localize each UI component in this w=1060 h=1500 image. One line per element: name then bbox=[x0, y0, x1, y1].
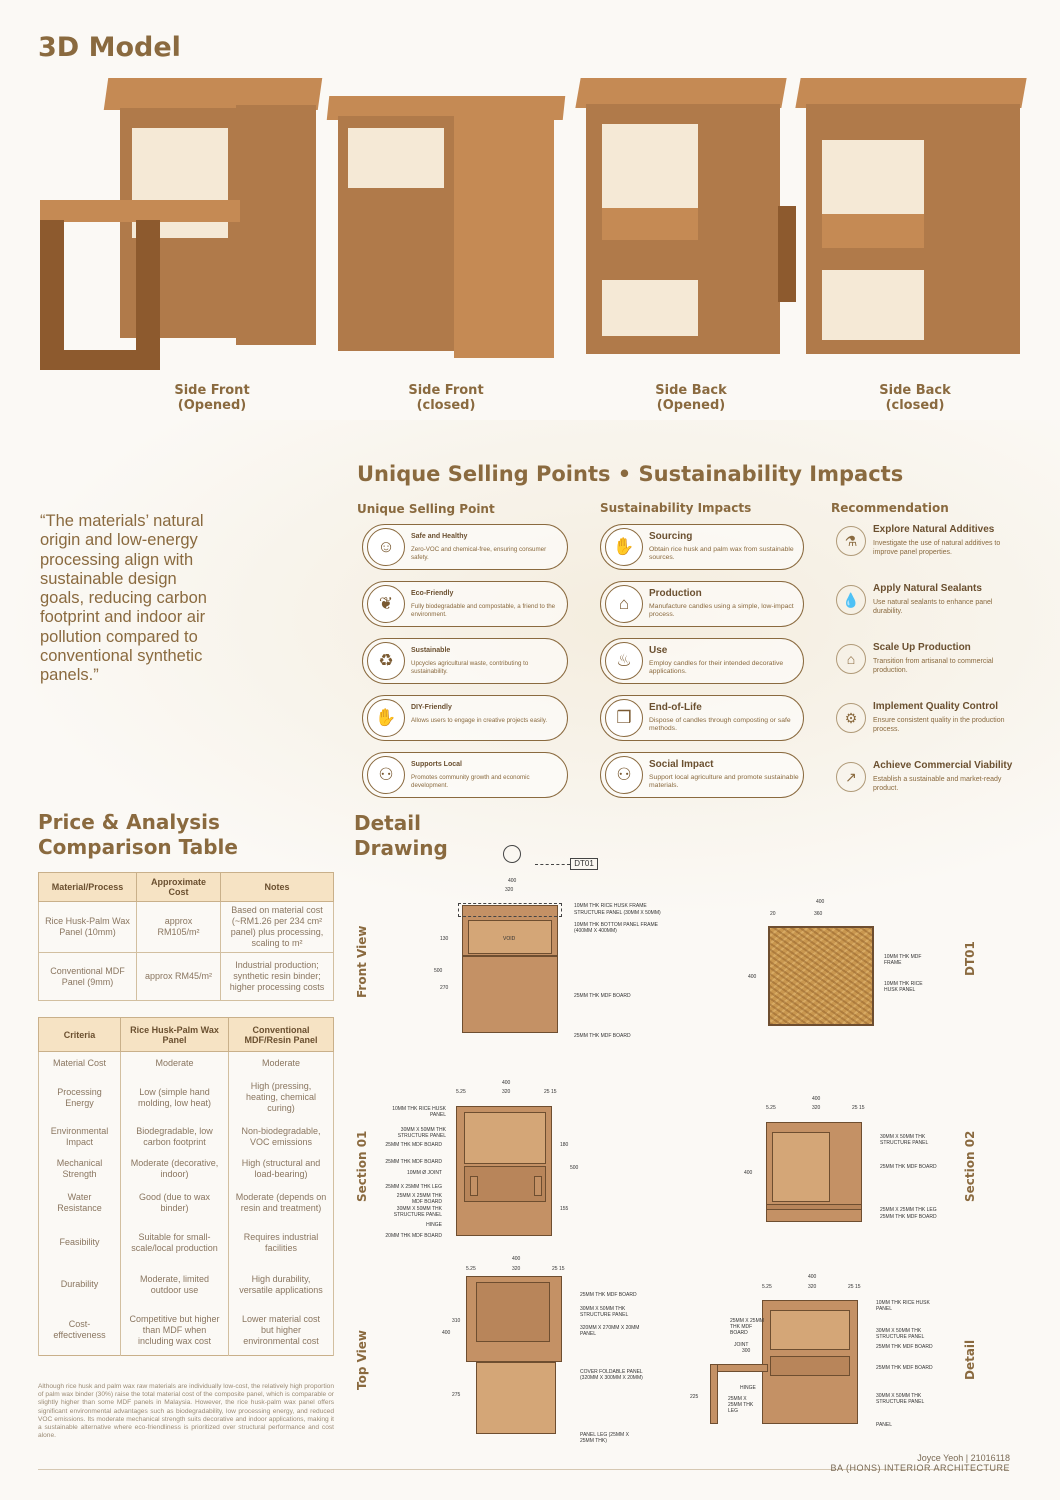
people-icon: ⚇ bbox=[605, 756, 643, 794]
dt01-tag: DT01 bbox=[570, 858, 598, 870]
footer-program: BA (HONS) INTERIOR ARCHITECTURE bbox=[830, 1463, 1010, 1473]
rec-title: Explore Natural Additives bbox=[873, 524, 995, 535]
cost-table-header: Material/Process bbox=[38, 872, 137, 902]
impact-title: Use bbox=[649, 645, 668, 656]
eco-leaf-icon: ❦ bbox=[367, 585, 405, 623]
rec-title: Achieve Commercial Viability bbox=[873, 760, 1013, 771]
rec-title: Scale Up Production bbox=[873, 642, 971, 653]
cost-table-header: Notes bbox=[220, 872, 334, 902]
community-icon: ⚇ bbox=[367, 756, 405, 794]
impact-desc: Support local agriculture and promote su… bbox=[649, 774, 799, 789]
model-caption-1: Side Front(Opened) bbox=[174, 383, 250, 413]
usp-column-title: Unique Selling Point bbox=[357, 502, 495, 516]
impact-title: End-of-Life bbox=[649, 702, 702, 713]
diy-hands-icon: ✋ bbox=[367, 699, 405, 737]
growth-icon: ↗ bbox=[836, 762, 866, 792]
factory-icon: ⌂ bbox=[605, 585, 643, 623]
usp-card-safe: ☺ Safe and Healthy Zero-VOC and chemical… bbox=[362, 524, 568, 570]
impact-card-social: ⚇ Social Impact Support local agricultur… bbox=[600, 752, 804, 798]
usp-desc: Promotes community growth and economic d… bbox=[411, 774, 530, 789]
footer-divider bbox=[38, 1469, 1008, 1470]
impact-desc: Dispose of candles through composting or… bbox=[649, 717, 791, 732]
view-label-section01: Section 01 bbox=[355, 1130, 369, 1202]
box-plant-icon: ❒ bbox=[605, 699, 643, 737]
quote-text: “The materials’ natural origin and low-e… bbox=[40, 512, 207, 685]
page-title: 3D Model bbox=[38, 32, 181, 63]
usp-section-title: Unique Selling Points • Sustainability I… bbox=[357, 462, 904, 486]
rec-title: Implement Quality Control bbox=[873, 701, 999, 712]
view-label-dt01: DT01 bbox=[963, 941, 977, 976]
candle-icon: ♨ bbox=[605, 642, 643, 680]
price-note: Although rice husk and palm wax raw mate… bbox=[38, 1383, 334, 1440]
drop-icon: 💧 bbox=[836, 585, 866, 615]
usp-title: Sustainable bbox=[411, 647, 451, 654]
callout-leader bbox=[535, 864, 570, 865]
usp-title: Eco-Friendly bbox=[411, 590, 454, 597]
view-label-front: Front View bbox=[355, 925, 369, 998]
flask-icon: ⚗ bbox=[836, 526, 866, 556]
impact-card-production: ⌂ Production Manufacture candles using a… bbox=[600, 581, 804, 627]
impact-card-sourcing: ✋ Sourcing Obtain rice husk and palm wax… bbox=[600, 524, 804, 570]
cost-table: Material/Process Approximate Cost Notes … bbox=[38, 872, 334, 1001]
usp-desc: Zero-VOC and chemical-free, ensuring con… bbox=[411, 546, 547, 561]
cost-table-header: Approximate Cost bbox=[136, 872, 221, 902]
table-row: Conventional MDF Panel (9mm)approx RM45/… bbox=[38, 952, 334, 1001]
scale-up-icon: ⌂ bbox=[836, 644, 866, 674]
view-label-section02: Section 02 bbox=[963, 1130, 977, 1202]
usp-title: DIY-Friendly bbox=[411, 704, 452, 711]
footer-author: Joyce Yeoh | 21016118 bbox=[917, 1453, 1010, 1463]
view-label-topview: Top View bbox=[355, 1329, 369, 1390]
rec-desc: Ensure consistent quality in the product… bbox=[873, 717, 1005, 733]
impact-title: Social Impact bbox=[649, 759, 714, 770]
comparison-table-header: Conventional MDF/Resin Panel bbox=[228, 1017, 334, 1052]
usp-desc: Allows users to engage in creative proje… bbox=[411, 717, 548, 724]
usp-card-local: ⚇ Supports Local Promotes community grow… bbox=[362, 752, 568, 798]
impact-card-end-of-life: ❒ End-of-Life Dispose of candles through… bbox=[600, 695, 804, 741]
sourcing-hand-icon: ✋ bbox=[605, 528, 643, 566]
impact-title: Sourcing bbox=[649, 531, 693, 542]
rec-desc: Use natural sealants to enhance panel du… bbox=[873, 599, 993, 615]
quality-icon: ⚙ bbox=[836, 703, 866, 733]
comparison-table-header: Criteria bbox=[38, 1017, 121, 1052]
model-caption-2: Side Front(closed) bbox=[408, 383, 484, 413]
comparison-table-header: Rice Husk-Palm Wax Panel bbox=[120, 1017, 229, 1052]
comparison-table: Criteria Rice Husk-Palm Wax Panel Conven… bbox=[38, 1017, 334, 1356]
model-caption-4: Side Back(closed) bbox=[879, 383, 951, 413]
rec-title: Apply Natural Sealants bbox=[873, 583, 982, 594]
impact-desc: Employ candles for their intended decora… bbox=[649, 660, 784, 675]
recommendation-column-title: Recommendation bbox=[831, 501, 949, 515]
table-row: Rice Husk-Palm Wax Panel (10mm)approx RM… bbox=[38, 901, 334, 953]
impacts-column-title: Sustainability Impacts bbox=[600, 501, 752, 515]
recycle-icon: ♻ bbox=[367, 642, 405, 680]
view-label-detail: Detail bbox=[963, 1339, 977, 1380]
usp-title: Supports Local bbox=[411, 761, 462, 768]
rec-desc: Transition from artisanal to commercial … bbox=[873, 658, 994, 674]
callout-marker-icon bbox=[503, 845, 521, 863]
impact-desc: Manufacture candles using a simple, low-… bbox=[649, 603, 794, 618]
leaf-shield-icon: ☺ bbox=[367, 528, 405, 566]
rec-desc: Establish a sustainable and market-ready… bbox=[873, 776, 1002, 792]
usp-card-diy: ✋ DIY-Friendly Allows users to engage in… bbox=[362, 695, 568, 741]
usp-desc: Upcycles agricultural waste, contributin… bbox=[411, 660, 529, 675]
impact-desc: Obtain rice husk and palm wax from susta… bbox=[649, 546, 794, 561]
usp-card-sustainable: ♻ Sustainable Upcycles agricultural wast… bbox=[362, 638, 568, 684]
usp-desc: Fully biodegradable and compostable, a f… bbox=[411, 603, 556, 618]
usp-card-eco: ❦ Eco-Friendly Fully biodegradable and c… bbox=[362, 581, 568, 627]
usp-title: Safe and Healthy bbox=[411, 533, 468, 540]
rec-desc: Investigate the use of natural additives… bbox=[873, 540, 1001, 556]
impact-card-use: ♨ Use Employ candles for their intended … bbox=[600, 638, 804, 684]
model-caption-3: Side Back(Opened) bbox=[655, 383, 727, 413]
impact-title: Production bbox=[649, 588, 702, 599]
